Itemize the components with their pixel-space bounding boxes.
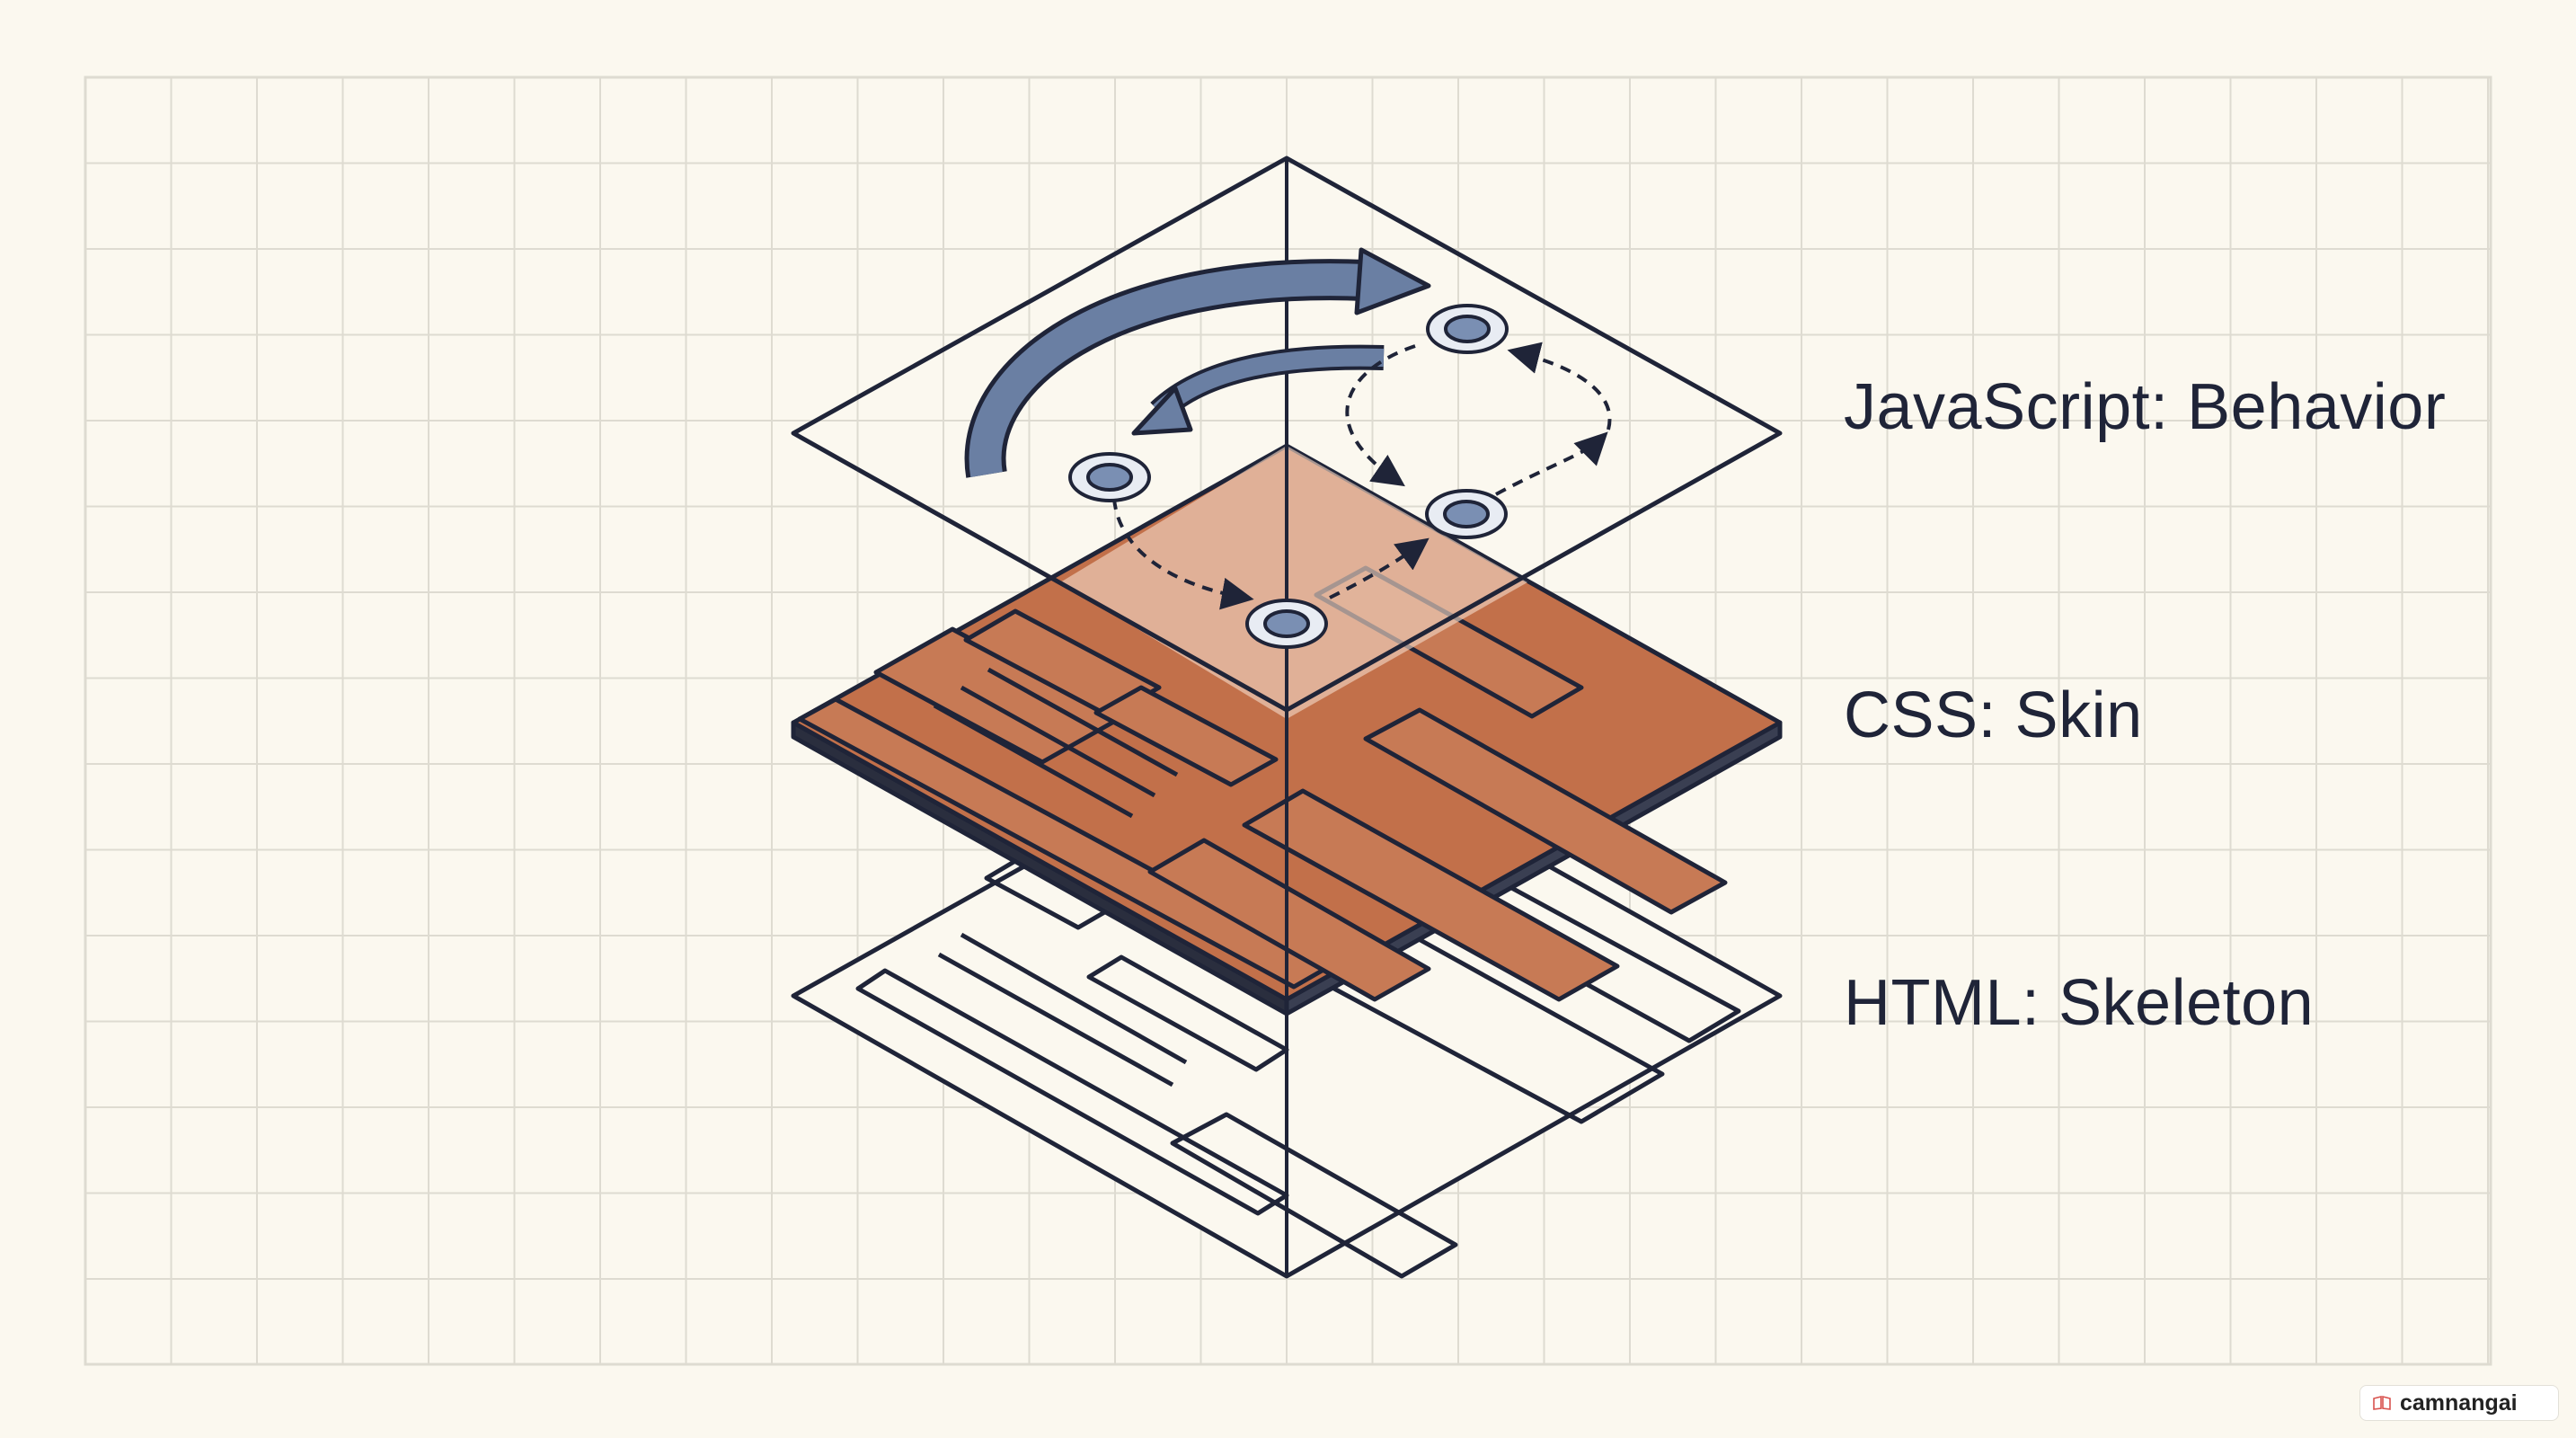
book-icon bbox=[2373, 1396, 2391, 1410]
grid-border bbox=[84, 75, 2492, 1366]
cycle-arrow-inner bbox=[1131, 344, 1385, 436]
css-layer-label: CSS: Skin bbox=[1844, 679, 2143, 751]
javascript-layer-label: JavaScript: Behavior bbox=[1844, 371, 2447, 443]
state-nodes bbox=[1068, 304, 1509, 649]
watermark-badge: camnangai bbox=[2359, 1385, 2559, 1421]
event-flow-arrows bbox=[1112, 342, 1612, 610]
watermark-text: camnangai bbox=[2400, 1389, 2518, 1416]
cycle-arrow-outer bbox=[964, 247, 1431, 478]
html-layer-label: HTML: Skeleton bbox=[1844, 967, 2315, 1039]
js-layer bbox=[791, 155, 1783, 1276]
